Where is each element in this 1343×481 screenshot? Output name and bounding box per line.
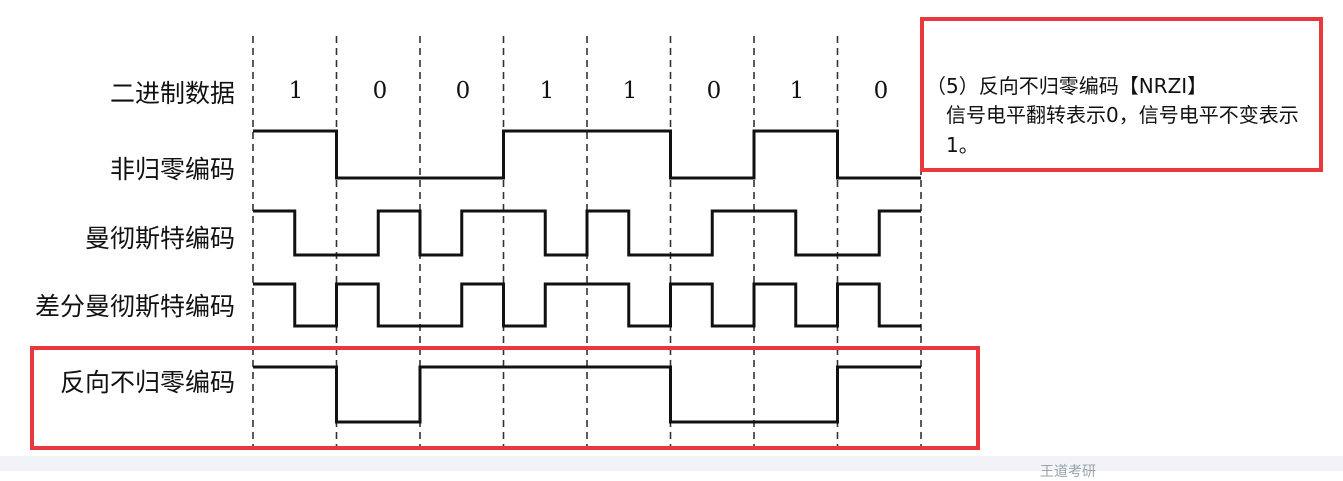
encoding-diagram <box>252 36 922 450</box>
footer-watermark: 王道考研 <box>1040 464 1096 480</box>
note-body: 信号电平翻转表示0，信号电平不变表示1。 <box>946 103 1299 157</box>
manchester-waveform <box>253 209 921 257</box>
bit-value: 1 <box>288 78 304 104</box>
diff-manchester-waveform <box>253 282 921 328</box>
label-nrzi: 反向不归零编码 <box>59 368 235 397</box>
bit-value: 0 <box>372 78 388 104</box>
note-highlight-box <box>920 17 1323 172</box>
bit-value: 1 <box>622 78 638 104</box>
note-title: （5）反向不归零编码【NRZI】 <box>926 74 1208 98</box>
label-binary-data: 二进制数据 <box>109 79 235 108</box>
label-nrz: 非归零编码 <box>109 155 235 184</box>
label-manchester: 曼彻斯特编码 <box>84 224 235 253</box>
nrz-waveform <box>253 129 921 180</box>
bottom-bar <box>0 456 1343 471</box>
bit-value: 0 <box>706 78 722 104</box>
waveforms <box>253 129 921 424</box>
bit-value: 1 <box>539 78 555 104</box>
bit-value: 0 <box>455 78 471 104</box>
bit-value: 0 <box>873 78 889 104</box>
nrzi-highlight-box <box>30 346 980 450</box>
nrzi-waveform <box>253 365 921 424</box>
bit-value: 1 <box>789 78 805 104</box>
label-diff-manchester: 差分曼彻斯特编码 <box>34 292 235 321</box>
